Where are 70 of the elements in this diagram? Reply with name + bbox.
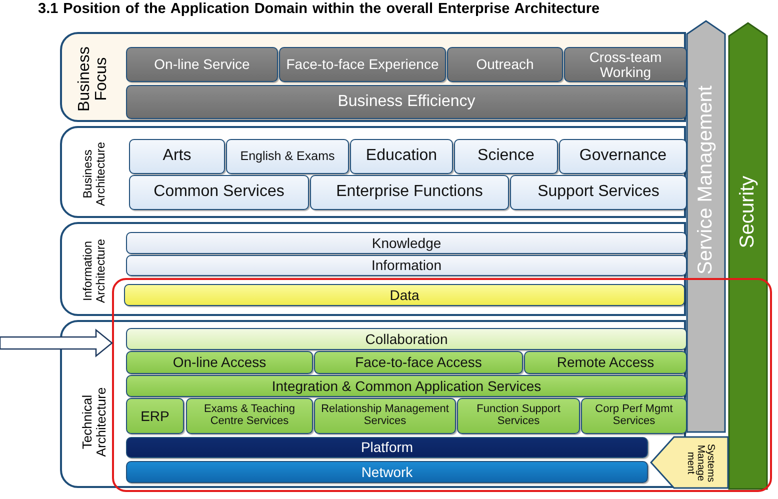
- box-label: Platform: [360, 440, 414, 455]
- layer-label: Business Focus: [77, 46, 111, 114]
- service-box: [524, 351, 687, 374]
- layer-bar: [124, 284, 685, 306]
- domain-box: [350, 139, 453, 174]
- focus-box: [564, 47, 687, 82]
- layer-label: Information Architecture: [81, 238, 107, 306]
- box-label: Integration & Common Application Services: [272, 378, 542, 394]
- heading: 3.1 Position of the Application Domain within the overall Enterprise Architecture: [38, 1, 600, 17]
- pentagon-label: Systems Manage ment: [684, 442, 714, 484]
- focus-box: [126, 85, 687, 119]
- service-box: [314, 398, 456, 434]
- layer-label: Technical Architecture: [80, 386, 108, 459]
- box-label: On-line Access: [172, 355, 266, 370]
- layer-band: [60, 126, 686, 218]
- box-label: Face-to-face Access: [355, 355, 482, 370]
- box-label: On-line Service: [154, 57, 250, 72]
- box-label: Network: [361, 464, 413, 480]
- box-label: Corp Perf Mgmt Services: [594, 404, 674, 428]
- layer-bar: [126, 328, 687, 350]
- service-box: [126, 351, 313, 374]
- box-label: Data: [390, 288, 420, 302]
- focus-box: [447, 47, 563, 82]
- domain-box: [226, 139, 349, 174]
- domain-box: [510, 175, 687, 210]
- box-label: Support Services: [538, 184, 660, 201]
- layer-label: Business Architecture: [81, 140, 107, 208]
- focus-box: [126, 47, 278, 82]
- column-label: Service Management: [696, 86, 716, 274]
- box-label: English & Exams: [240, 150, 335, 164]
- domain-box: [454, 139, 558, 174]
- box-label: Knowledge: [372, 236, 442, 250]
- box-label: Science: [478, 148, 534, 165]
- box-label: Common Services: [154, 184, 284, 201]
- pentagon-tag: [650, 436, 729, 489]
- layer-band: [60, 320, 686, 488]
- layer-bar: [126, 437, 648, 458]
- box-label: Governance: [579, 148, 667, 165]
- layer-bar: [126, 232, 687, 254]
- domain-box: [310, 175, 509, 210]
- box-label: Enterprise Functions: [336, 184, 483, 201]
- service-box: [581, 398, 687, 434]
- domain-box: [129, 175, 309, 210]
- service-box: [314, 351, 523, 374]
- layer-bar: [126, 461, 648, 483]
- box-label: ERP: [140, 408, 170, 424]
- service-box: [186, 398, 313, 434]
- box-label: Exams & Teaching Centre Services: [203, 404, 296, 428]
- box-label: Relationship Management Services: [320, 404, 450, 428]
- column-label: Security: [738, 176, 758, 248]
- box-label: Education: [366, 148, 438, 165]
- service-box: [126, 398, 184, 434]
- box-label: Arts: [162, 148, 192, 165]
- domain-box: [129, 139, 225, 174]
- box-label: Outreach: [476, 57, 534, 72]
- box-label: Face-to-face Experience: [286, 57, 439, 72]
- box-label: Collaboration: [365, 332, 448, 346]
- box-label: Information: [371, 258, 442, 273]
- domain-box: [559, 139, 687, 174]
- box-label: Business Efficiency: [338, 94, 476, 110]
- box-label: Cross-team Working: [588, 50, 663, 80]
- service-box: [126, 375, 687, 397]
- block-arrow: [0, 328, 114, 358]
- highlight-frame: [112, 278, 772, 492]
- focus-box: [279, 47, 446, 82]
- box-label: Function Support Services: [476, 404, 562, 428]
- layer-bar: [126, 255, 687, 276]
- service-box: [457, 398, 580, 434]
- layer-band: [60, 32, 686, 122]
- box-label: Remote Access: [556, 355, 654, 370]
